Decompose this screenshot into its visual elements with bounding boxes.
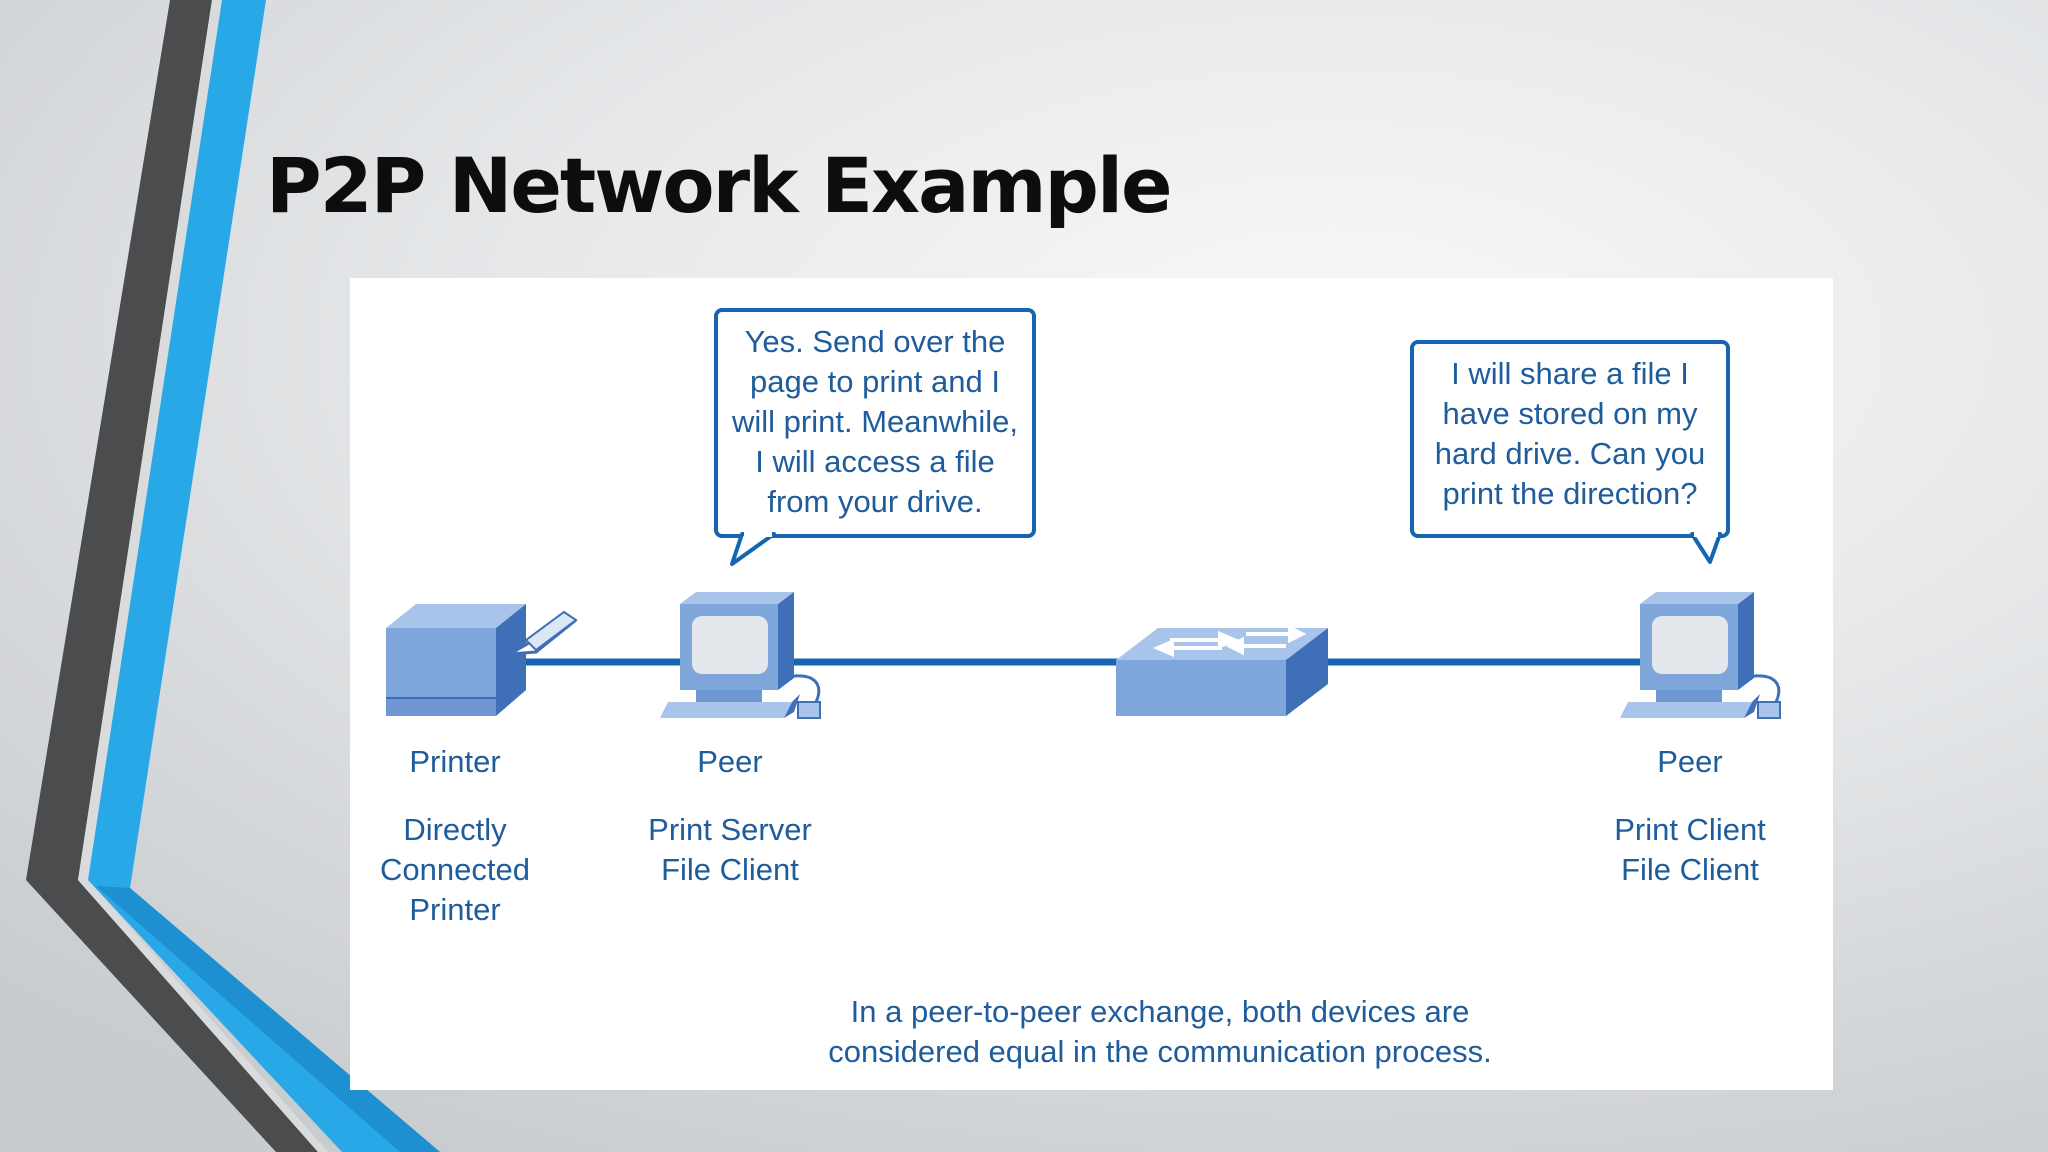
dark-stripe: [26, 0, 318, 1152]
blue-stripe: [88, 0, 440, 1152]
bubble-text-server: Yes. Send over the page to print and I w…: [732, 324, 1018, 519]
slide-title: P2P Network Example: [266, 141, 1173, 230]
printer-role-label: Directly Connected Printer: [380, 812, 530, 927]
switch-icon: [1116, 624, 1328, 716]
peer-server-name-label: Peer: [697, 744, 763, 779]
diagram-graphics: [386, 308, 1781, 719]
figure-caption: In a peer-to-peer exchange, both devices…: [828, 994, 1492, 1069]
speech-bubble-client: [1410, 340, 1730, 564]
peer-client-role-label: Print Client File Client: [1614, 812, 1766, 887]
p2p-diagram: Yes. Send over the page to print and I w…: [350, 278, 1833, 1090]
computer-icon-client: [1620, 592, 1781, 719]
speech-bubble-server: [714, 308, 1036, 566]
light-gap-stripe: [78, 0, 328, 1152]
printer-icon: [386, 604, 578, 716]
computer-icon-server: [660, 592, 821, 719]
peer-server-role-label: Print Server File Client: [648, 812, 812, 887]
bubble-text-client: I will share a file I have stored on my …: [1434, 356, 1706, 511]
printer-name-label: Printer: [409, 744, 501, 779]
peer-client-name-label: Peer: [1657, 744, 1723, 779]
